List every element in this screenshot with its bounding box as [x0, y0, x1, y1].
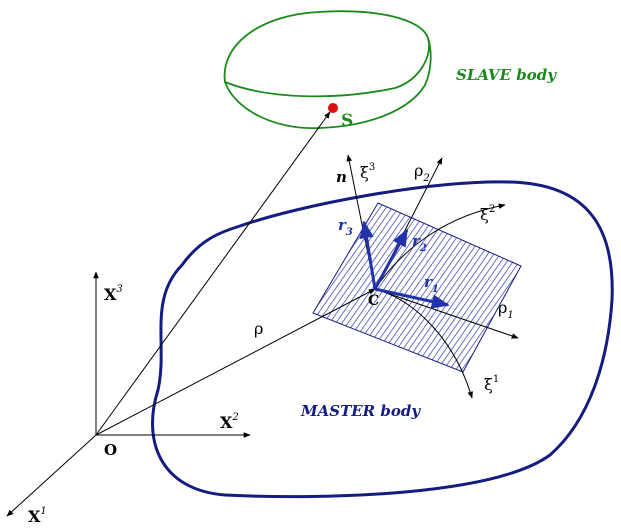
xi1-curve — [374, 288, 473, 399]
global-frame — [6, 111, 376, 517]
position-vector-rho-line — [95, 288, 376, 436]
r3-label: r3 — [338, 216, 353, 238]
axis-x3-label: X3 — [104, 284, 123, 304]
r2-vector — [373, 228, 409, 290]
normal-label: n — [336, 168, 347, 186]
master-body-label: MASTER body — [300, 402, 421, 420]
slave-point-label: S — [341, 111, 353, 131]
slave-point-dot — [328, 103, 338, 113]
xi1-label: ξ1 — [484, 374, 499, 394]
axis-x1-line — [6, 434, 97, 517]
slave-body-label: SLAVE body — [456, 66, 557, 84]
xi2-label: ξ2 — [480, 204, 495, 224]
xi3-label: ξ3 — [360, 162, 375, 182]
r3-vector — [359, 220, 377, 290]
vector-to-slave-line — [95, 111, 331, 436]
contact-point-label: C — [368, 293, 379, 309]
slave-body-shape — [223, 10, 432, 129]
master-body-outline — [151, 180, 614, 499]
rho-label: ρ — [254, 319, 263, 338]
r1-vector — [374, 287, 450, 309]
tangent-plane — [312, 202, 522, 373]
rho2-label: ρ2 — [414, 161, 430, 184]
rho1-label: ρ1 — [498, 298, 514, 321]
rho1-line — [374, 288, 519, 339]
xi2-curve — [374, 203, 506, 290]
r2-label: r2 — [412, 232, 427, 254]
r1-label: r1 — [424, 273, 439, 295]
base-vectors — [359, 220, 450, 309]
axis-x2-label: X2 — [220, 412, 239, 432]
origin-label: O — [104, 441, 117, 459]
axis-x1-label: X1 — [28, 506, 47, 526]
